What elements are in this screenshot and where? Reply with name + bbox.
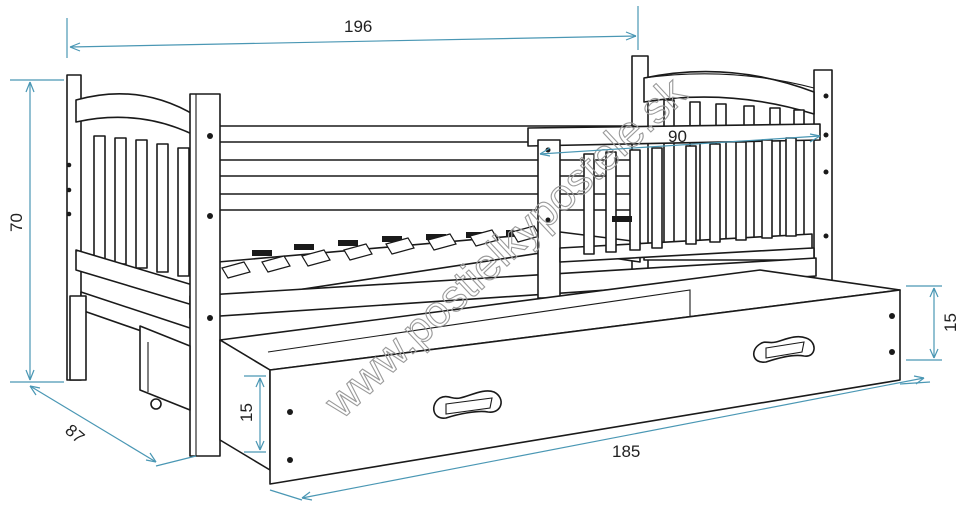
- front-side: [189, 93, 817, 457]
- right-headboard-spindles: [663, 99, 805, 251]
- left-headboard: [66, 74, 197, 381]
- dim-height: 70: [7, 79, 64, 383]
- dim-total-length: 196: [66, 6, 639, 58]
- dim-height-label: 70: [7, 213, 26, 232]
- slats: [221, 216, 632, 279]
- guard-rail-spindles: [583, 137, 797, 255]
- drawer-handle-left[interactable]: [433, 390, 502, 419]
- dim-drawer-length: 185: [269, 375, 931, 501]
- dim-total-length-label: 196: [344, 17, 372, 36]
- dim-guard-rail-label: 90: [668, 127, 687, 146]
- drawer: [219, 269, 901, 485]
- drawer-handle-right[interactable]: [753, 335, 815, 363]
- dim-drawer-length-label: 185: [612, 442, 640, 461]
- dim-drawer-height-side-label: 15: [237, 403, 256, 422]
- dim-depth-label: 87: [61, 421, 88, 448]
- dim-drawer-height-front-label: 15: [941, 313, 960, 332]
- dim-drawer-height-front: 15: [906, 285, 960, 361]
- left-headboard-spindles: [93, 135, 190, 277]
- side-drawer-end: [139, 325, 191, 411]
- dim-drawer-height-side: 15: [237, 375, 266, 453]
- guard-rail: [527, 123, 821, 299]
- dim-guard-rail-length: 90: [539, 127, 821, 157]
